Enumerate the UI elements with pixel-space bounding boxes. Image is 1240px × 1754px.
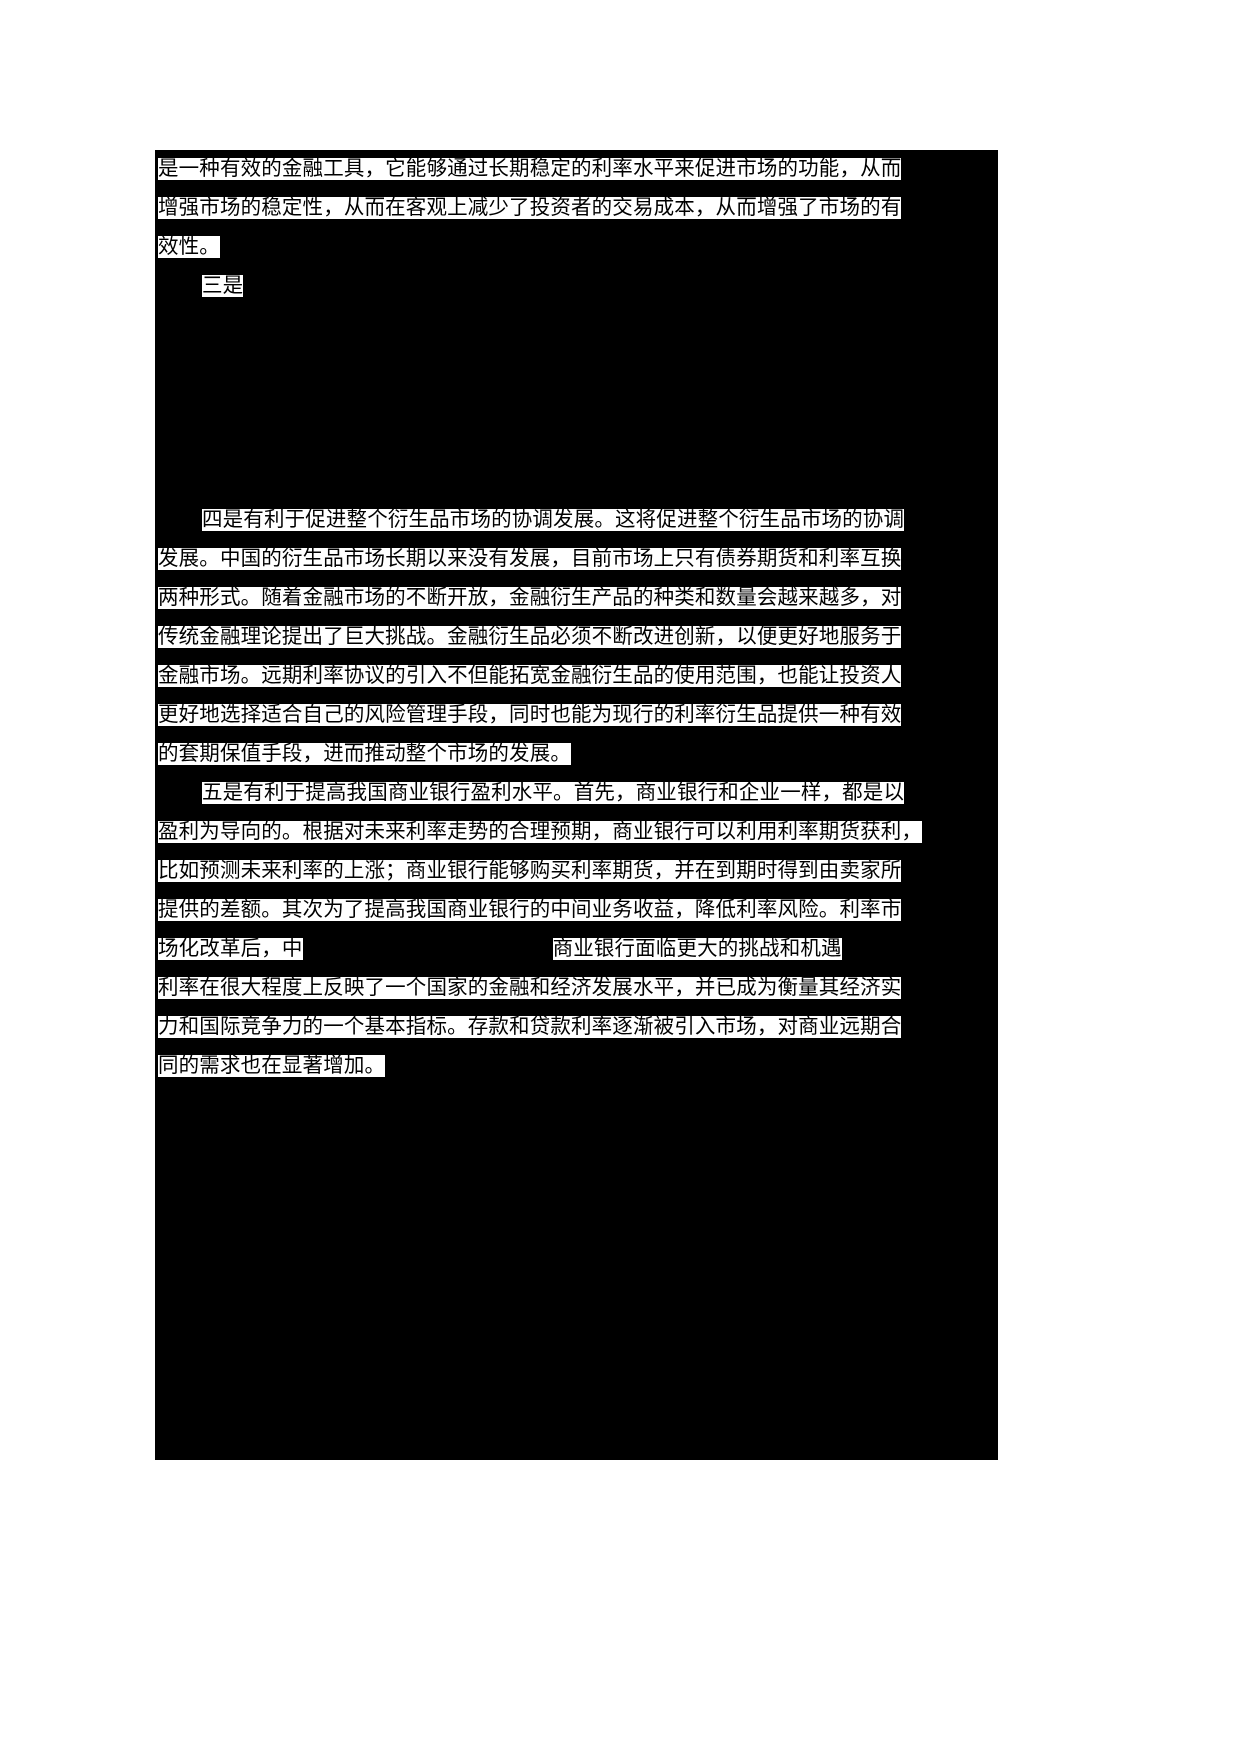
highlighted-text-run: 商业银行面临更大的挑战和机遇	[552, 938, 842, 960]
highlighted-text-run: 金融市场。远期利率协议的引入不但能拓宽金融衍生品的使用范围，也能让投资人	[158, 665, 902, 687]
text-line: 更好地选择适合自己的风险管理手段，同时也能为现行的利率衍生品提供一种有效	[158, 696, 1003, 735]
text-line: 三是	[158, 267, 1003, 306]
text-line: 两种形式。随着金融市场的不断开放，金融衍生产品的种类和数量会越来越多，对	[158, 579, 1003, 618]
text-line: 四是有利于促进整个衍生品市场的协调发展。这将促进整个衍生品市场的协调	[158, 501, 1003, 540]
highlighted-text-run: 利率在很大程度上反映了一个国家的金融和经济发展水平，并已成为衡量其经济实	[158, 977, 902, 999]
highlighted-text-run: 五是有利于提高我国商业银行盈利水平。首先，商业银行和企业一样，都是以	[202, 782, 905, 804]
highlighted-text-run: 发展。中国的衍生品市场长期以来没有发展，目前市场上只有债券期货和利率互换	[158, 548, 902, 570]
highlighted-text-run: 两种形式。随着金融市场的不断开放，金融衍生产品的种类和数量会越来越多，对	[158, 587, 902, 609]
highlighted-text-run: 的套期保值手段，进而推动整个市场的发展。	[158, 743, 571, 765]
highlighted-text-run: 同的需求也在显著增加。	[158, 1055, 386, 1077]
text-line: 场化改革后，中 商业银行面临更大的挑战和机遇	[158, 930, 1003, 969]
highlighted-text-run: 盈利为导向的。根据对未来利率走势的合理预期，商业银行可以利用利率期货获利，	[158, 821, 923, 843]
redacted-blank-line	[158, 1281, 1003, 1320]
text-line: 效性。	[158, 228, 1003, 267]
redacted-blank-line	[158, 423, 1003, 462]
document-text-body: 是一种有效的金融工具，它能够通过长期稳定的利率水平来促进市场的功能，从而增强市场…	[158, 150, 1003, 1437]
text-line: 是一种有效的金融工具，它能够通过长期稳定的利率水平来促进市场的功能，从而	[158, 150, 1003, 189]
redacted-blank-line	[158, 1398, 1003, 1437]
text-line: 比如预测未来利率的上涨；商业银行能够购买利率期货，并在到期时得到由卖家所	[158, 852, 1003, 891]
highlighted-text-run: 更好地选择适合自己的风险管理手段，同时也能为现行的利率衍生品提供一种有效	[158, 704, 902, 726]
text-line: 五是有利于提高我国商业银行盈利水平。首先，商业银行和企业一样，都是以	[158, 774, 1003, 813]
paragraph-indent	[158, 525, 202, 526]
redacted-blank-line	[158, 1203, 1003, 1242]
redacted-blank-line	[158, 1320, 1003, 1359]
highlighted-text-run: 比如预测未来利率的上涨；商业银行能够购买利率期货，并在到期时得到由卖家所	[158, 860, 902, 882]
redacted-blank-line	[158, 1125, 1003, 1164]
redacted-blank-line	[158, 1086, 1003, 1125]
redaction-overlay	[155, 150, 998, 1460]
redacted-blank-line	[158, 345, 1003, 384]
highlighted-text-run: 三是	[202, 275, 244, 297]
highlighted-text-run: 传统金融理论提出了巨大挑战。金融衍生品必须不断改进创新，以便更好地服务于	[158, 626, 902, 648]
highlighted-text-run: 是一种有效的金融工具，它能够通过长期稳定的利率水平来促进市场的功能，从而	[158, 158, 902, 180]
highlighted-text-run: 场化改革后，中	[158, 938, 303, 960]
text-line: 发展。中国的衍生品市场长期以来没有发展，目前市场上只有债券期货和利率互换	[158, 540, 1003, 579]
redacted-blank-line	[158, 306, 1003, 345]
redacted-blank-line	[158, 462, 1003, 501]
text-line: 同的需求也在显著增加。	[158, 1047, 1003, 1086]
redacted-blank-line	[158, 1242, 1003, 1281]
text-line: 传统金融理论提出了巨大挑战。金融衍生品必须不断改进创新，以便更好地服务于	[158, 618, 1003, 657]
redacted-blank-line	[158, 384, 1003, 423]
text-line: 盈利为导向的。根据对未来利率走势的合理预期，商业银行可以利用利率期货获利，	[158, 813, 1003, 852]
text-line: 的套期保值手段，进而推动整个市场的发展。	[158, 735, 1003, 774]
paragraph-indent	[158, 798, 202, 799]
highlighted-text-run: 效性。	[158, 236, 220, 258]
text-line: 增强市场的稳定性，从而在客观上减少了投资者的交易成本，从而增强了市场的有	[158, 189, 1003, 228]
text-line: 金融市场。远期利率协议的引入不但能拓宽金融衍生品的使用范围，也能让投资人	[158, 657, 1003, 696]
highlighted-text-run: 增强市场的稳定性，从而在客观上减少了投资者的交易成本，从而增强了市场的有	[158, 197, 902, 219]
text-line: 利率在很大程度上反映了一个国家的金融和经济发展水平，并已成为衡量其经济实	[158, 969, 1003, 1008]
redacted-blank-line	[158, 1164, 1003, 1203]
paragraph-indent	[158, 291, 202, 292]
highlighted-text-run: 力和国际竞争力的一个基本指标。存款和贷款利率逐渐被引入市场，对商业远期合	[158, 1016, 902, 1038]
redacted-gap	[303, 930, 553, 969]
highlighted-text-run: 四是有利于促进整个衍生品市场的协调发展。这将促进整个衍生品市场的协调	[202, 509, 905, 531]
text-line: 提供的差额。其次为了提高我国商业银行的中间业务收益，降低利率风险。利率市	[158, 891, 1003, 930]
redacted-blank-line	[158, 1359, 1003, 1398]
highlighted-text-run: 提供的差额。其次为了提高我国商业银行的中间业务收益，降低利率风险。利率市	[158, 899, 902, 921]
text-line: 力和国际竞争力的一个基本指标。存款和贷款利率逐渐被引入市场，对商业远期合	[158, 1008, 1003, 1047]
